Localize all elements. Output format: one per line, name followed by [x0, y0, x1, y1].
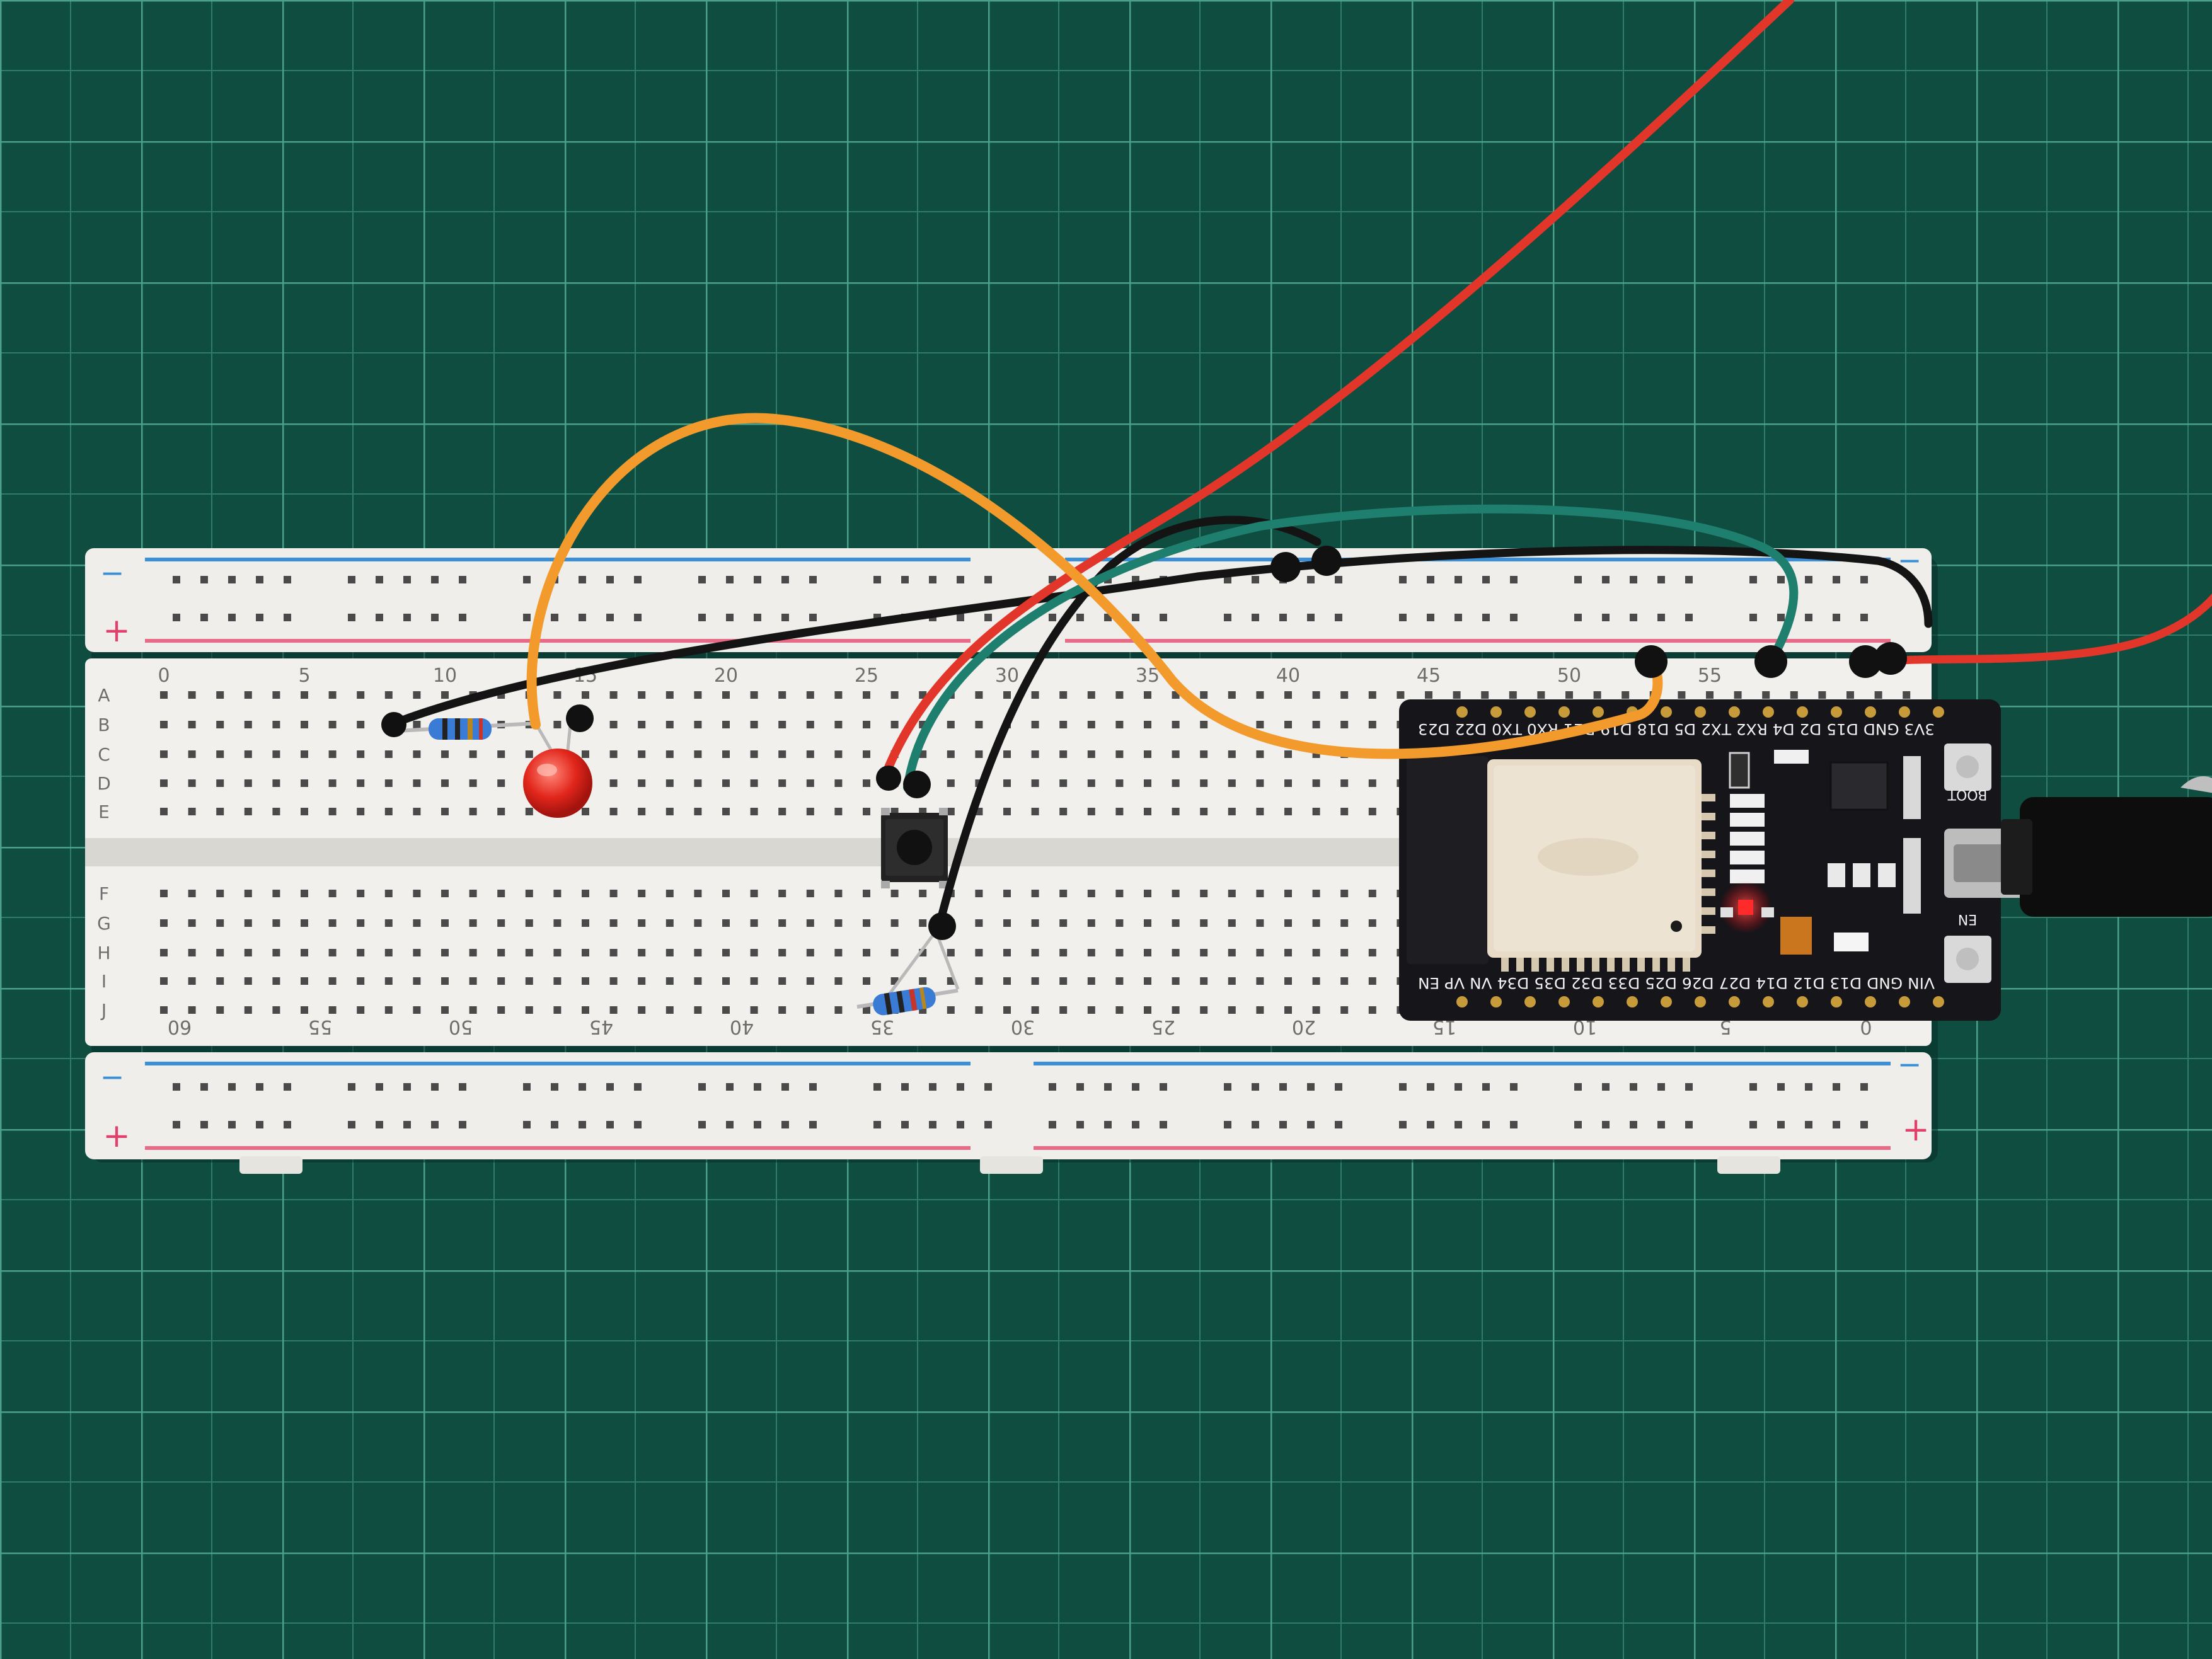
esp32-bottom-pin-labels: VIN GND D13 D12 D14 D27 D26 D25 D33 D32 …	[1418, 974, 1935, 992]
usb-cable	[2001, 776, 2212, 917]
row-letter: E	[98, 801, 110, 822]
column-number: 20	[714, 665, 738, 687]
esp32-top-pin-labels: 3V3 GND D15 D2 D4 RX2 TX2 D5 D18 D19 D21…	[1418, 720, 1935, 738]
column-number: 40	[730, 1016, 754, 1038]
wire-connectors	[381, 546, 1907, 940]
esp32-board: BOOT EN 3V3 GND D15 D2 D4 RX2 TX2 D5 D18…	[1399, 699, 2026, 1021]
column-number: 30	[995, 665, 1019, 687]
column-number: 50	[449, 1016, 473, 1038]
boot-label: BOOT	[1947, 786, 1987, 802]
red-wire-vin	[881, 0, 1794, 779]
column-number: 30	[1011, 1016, 1035, 1038]
column-number: 25	[855, 665, 878, 687]
orange-wire-led	[526, 413, 1663, 759]
column-number: 35	[1136, 665, 1160, 687]
resistor-led	[396, 718, 536, 740]
bottom-rail-plus-label: +	[103, 1117, 130, 1155]
resistor-button	[856, 930, 960, 1016]
row-letter: C	[98, 744, 110, 765]
red-led	[523, 722, 592, 818]
row-letter: B	[98, 715, 110, 735]
column-number: 5	[1719, 1016, 1731, 1038]
teal-wire-signal	[903, 504, 1799, 792]
top-rail-plus-label: +	[103, 612, 130, 650]
bottom-power-rail	[85, 1052, 1932, 1159]
row-letter: H	[97, 943, 110, 963]
row-letter: D	[97, 773, 111, 794]
column-number: 45	[1417, 665, 1441, 687]
esp32-power-led	[1738, 900, 1753, 915]
column-number: 20	[1292, 1016, 1316, 1038]
column-number: 50	[1557, 665, 1581, 687]
row-letter: G	[97, 913, 111, 934]
column-number: 0	[158, 665, 170, 687]
bottom-rail-minus-label: −	[100, 1060, 125, 1094]
column-number: 45	[589, 1016, 613, 1038]
row-letter: J	[100, 1000, 107, 1021]
column-number: 60	[168, 1016, 192, 1038]
en-label: EN	[1958, 911, 1977, 927]
column-number: 0	[1860, 1016, 1872, 1038]
column-number: 40	[1276, 665, 1300, 687]
column-number: 25	[1151, 1016, 1175, 1038]
bottom-rail-plus-label-right: +	[1902, 1111, 1930, 1149]
column-number: 55	[308, 1016, 332, 1038]
column-number: 5	[298, 665, 310, 687]
row-letter: A	[98, 685, 110, 706]
bottom-rail-minus-label-right: −	[1898, 1047, 1922, 1081]
red-wire-power	[1886, 593, 2212, 666]
top-rail-minus-label: −	[100, 556, 125, 590]
row-letter: F	[99, 883, 109, 904]
column-number: 55	[1698, 665, 1722, 687]
push-button[interactable]	[881, 808, 948, 888]
column-number: 35	[870, 1016, 894, 1038]
column-number: 10	[433, 665, 457, 687]
row-letter: I	[101, 971, 107, 992]
